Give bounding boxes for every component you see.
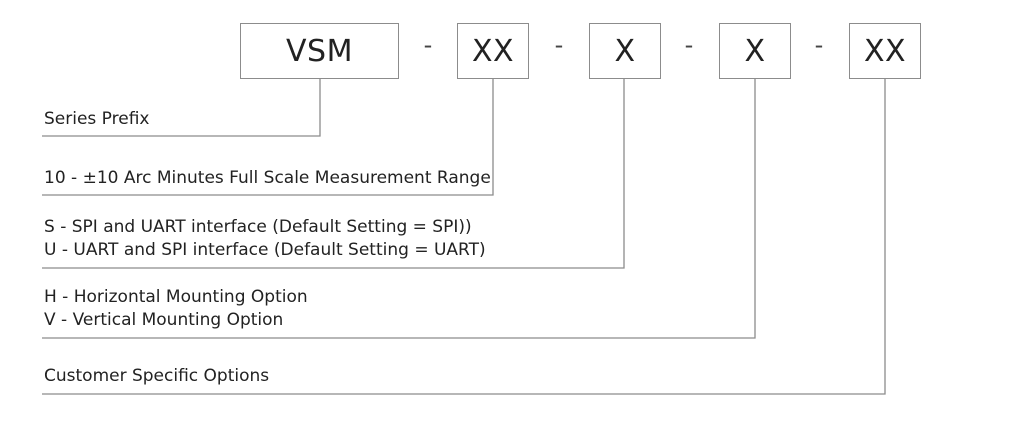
- separator-dash-3: -: [684, 31, 694, 59]
- desc-measurement-range: 10 - ±10 Arc Minutes Full Scale Measurem…: [44, 167, 491, 190]
- code-box-interface: X: [589, 23, 661, 79]
- separator-dash-1: -: [423, 31, 433, 59]
- code-box-series: VSM: [240, 23, 399, 79]
- code-box-mounting: X: [719, 23, 791, 79]
- leader-mounting: [42, 79, 756, 339]
- code-mounting-text: X: [744, 33, 766, 69]
- code-customer-text: XX: [863, 33, 907, 69]
- separator-dash-4: -: [814, 31, 824, 59]
- desc-measurement-range-line: 10 - ±10 Arc Minutes Full Scale Measurem…: [44, 168, 491, 188]
- desc-series-prefix: Series Prefix: [44, 108, 149, 131]
- desc-series-prefix-line: Series Prefix: [44, 109, 150, 129]
- code-box-range: XX: [457, 23, 529, 79]
- desc-interface: S - SPI and UART interface (Default Sett…: [44, 216, 486, 262]
- leader-measurement-range: [42, 79, 494, 196]
- leader-series-prefix: [42, 79, 321, 137]
- code-interface-text: X: [614, 33, 636, 69]
- desc-customer: Customer Specific Options: [44, 365, 269, 388]
- leader-customer: [42, 79, 886, 395]
- desc-interface-line-s: S - SPI and UART interface (Default Sett…: [44, 217, 472, 237]
- code-range-text: XX: [471, 33, 515, 69]
- separator-dash-2: -: [554, 31, 564, 59]
- desc-interface-line-u: U - UART and SPI interface (Default Sett…: [44, 240, 486, 260]
- leader-interface: [42, 79, 625, 269]
- desc-mounting-line-v: V - Vertical Mounting Option: [44, 310, 284, 330]
- code-series-text: VSM: [286, 33, 353, 69]
- code-box-customer: XX: [849, 23, 921, 79]
- desc-mounting-line-h: H - Horizontal Mounting Option: [44, 287, 308, 307]
- desc-mounting: H - Horizontal Mounting Option V - Verti…: [44, 286, 308, 332]
- desc-customer-line: Customer Specific Options: [44, 366, 270, 386]
